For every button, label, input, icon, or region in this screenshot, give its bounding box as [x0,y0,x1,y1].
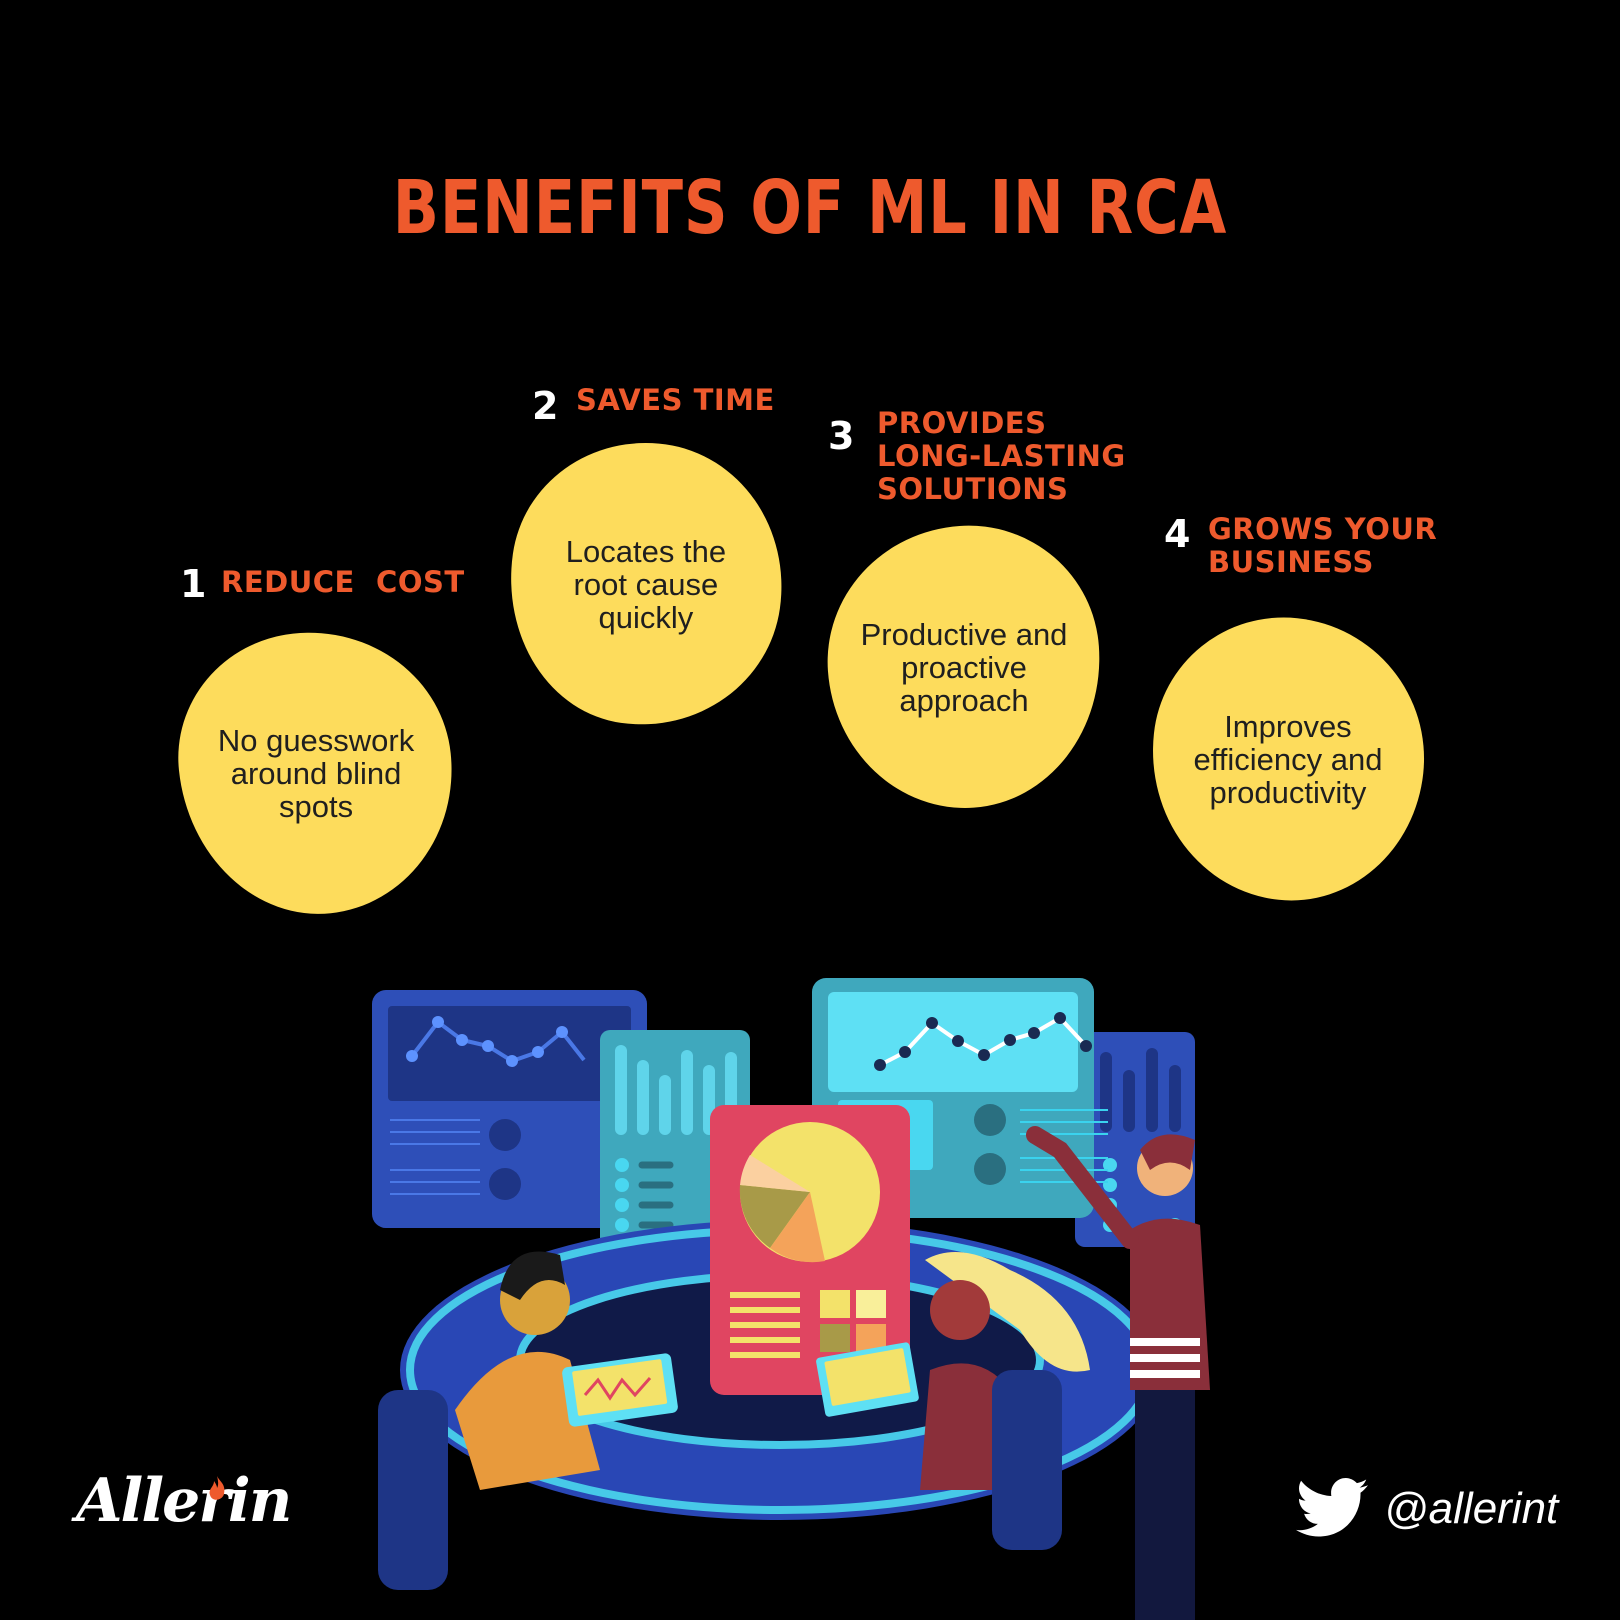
benefit-4-heading: GROWS YOUR BUSINESS [1208,513,1437,579]
team-dashboard-illustration [372,978,1210,1620]
benefit-1-blob: No guesswork around blind spots [166,618,466,928]
benefit-4-blob: Improves efficiency and productivity [1138,604,1438,914]
benefit-2-text: Locates the root cause quickly [565,533,727,635]
monitor-left [372,990,647,1228]
benefit-3-heading-line: SOLUTIONS [877,472,1069,506]
person-left [378,1251,678,1590]
benefit-3-blob: Productive and proactive approach [818,516,1110,818]
benefit-1-text: No guesswork around blind spots [217,722,415,824]
benefit-4-heading-line: GROWS YOUR [1208,512,1438,546]
pie-chart-panel [710,1105,910,1395]
benefit-3-heading: PROVIDES LONG-LASTING SOLUTIONS [877,407,1126,506]
benefit-3-number: 3 [828,414,855,458]
benefit-1-number: 1 [180,562,207,606]
person-right [1026,1126,1210,1620]
benefit-4-heading-line: BUSINESS [1208,545,1374,579]
allerin-logo: Allerin [76,1466,292,1536]
benefit-1-heading: REDUCE COST [221,565,465,599]
benefit-3-heading-line: PROVIDES [877,406,1047,440]
benefit-2-number: 2 [532,384,559,428]
twitter-bird-icon [1296,1478,1368,1537]
person-middle [816,1252,1090,1550]
flame-icon [209,1476,225,1500]
benefit-2-heading: SAVES TIME [576,383,775,417]
page-title: BENEFITS OF ML IN RCA [392,165,1228,251]
twitter-handle[interactable]: @allerint [1384,1484,1559,1533]
benefit-2-blob: Locates the root cause quickly [491,425,801,743]
benefit-4-text: Improves efficiency and productivity [1193,708,1383,810]
benefit-4-number: 4 [1164,512,1191,556]
benefit-3-heading-line: LONG-LASTING [877,439,1126,473]
benefit-3-text: Productive and proactive approach [860,616,1068,718]
